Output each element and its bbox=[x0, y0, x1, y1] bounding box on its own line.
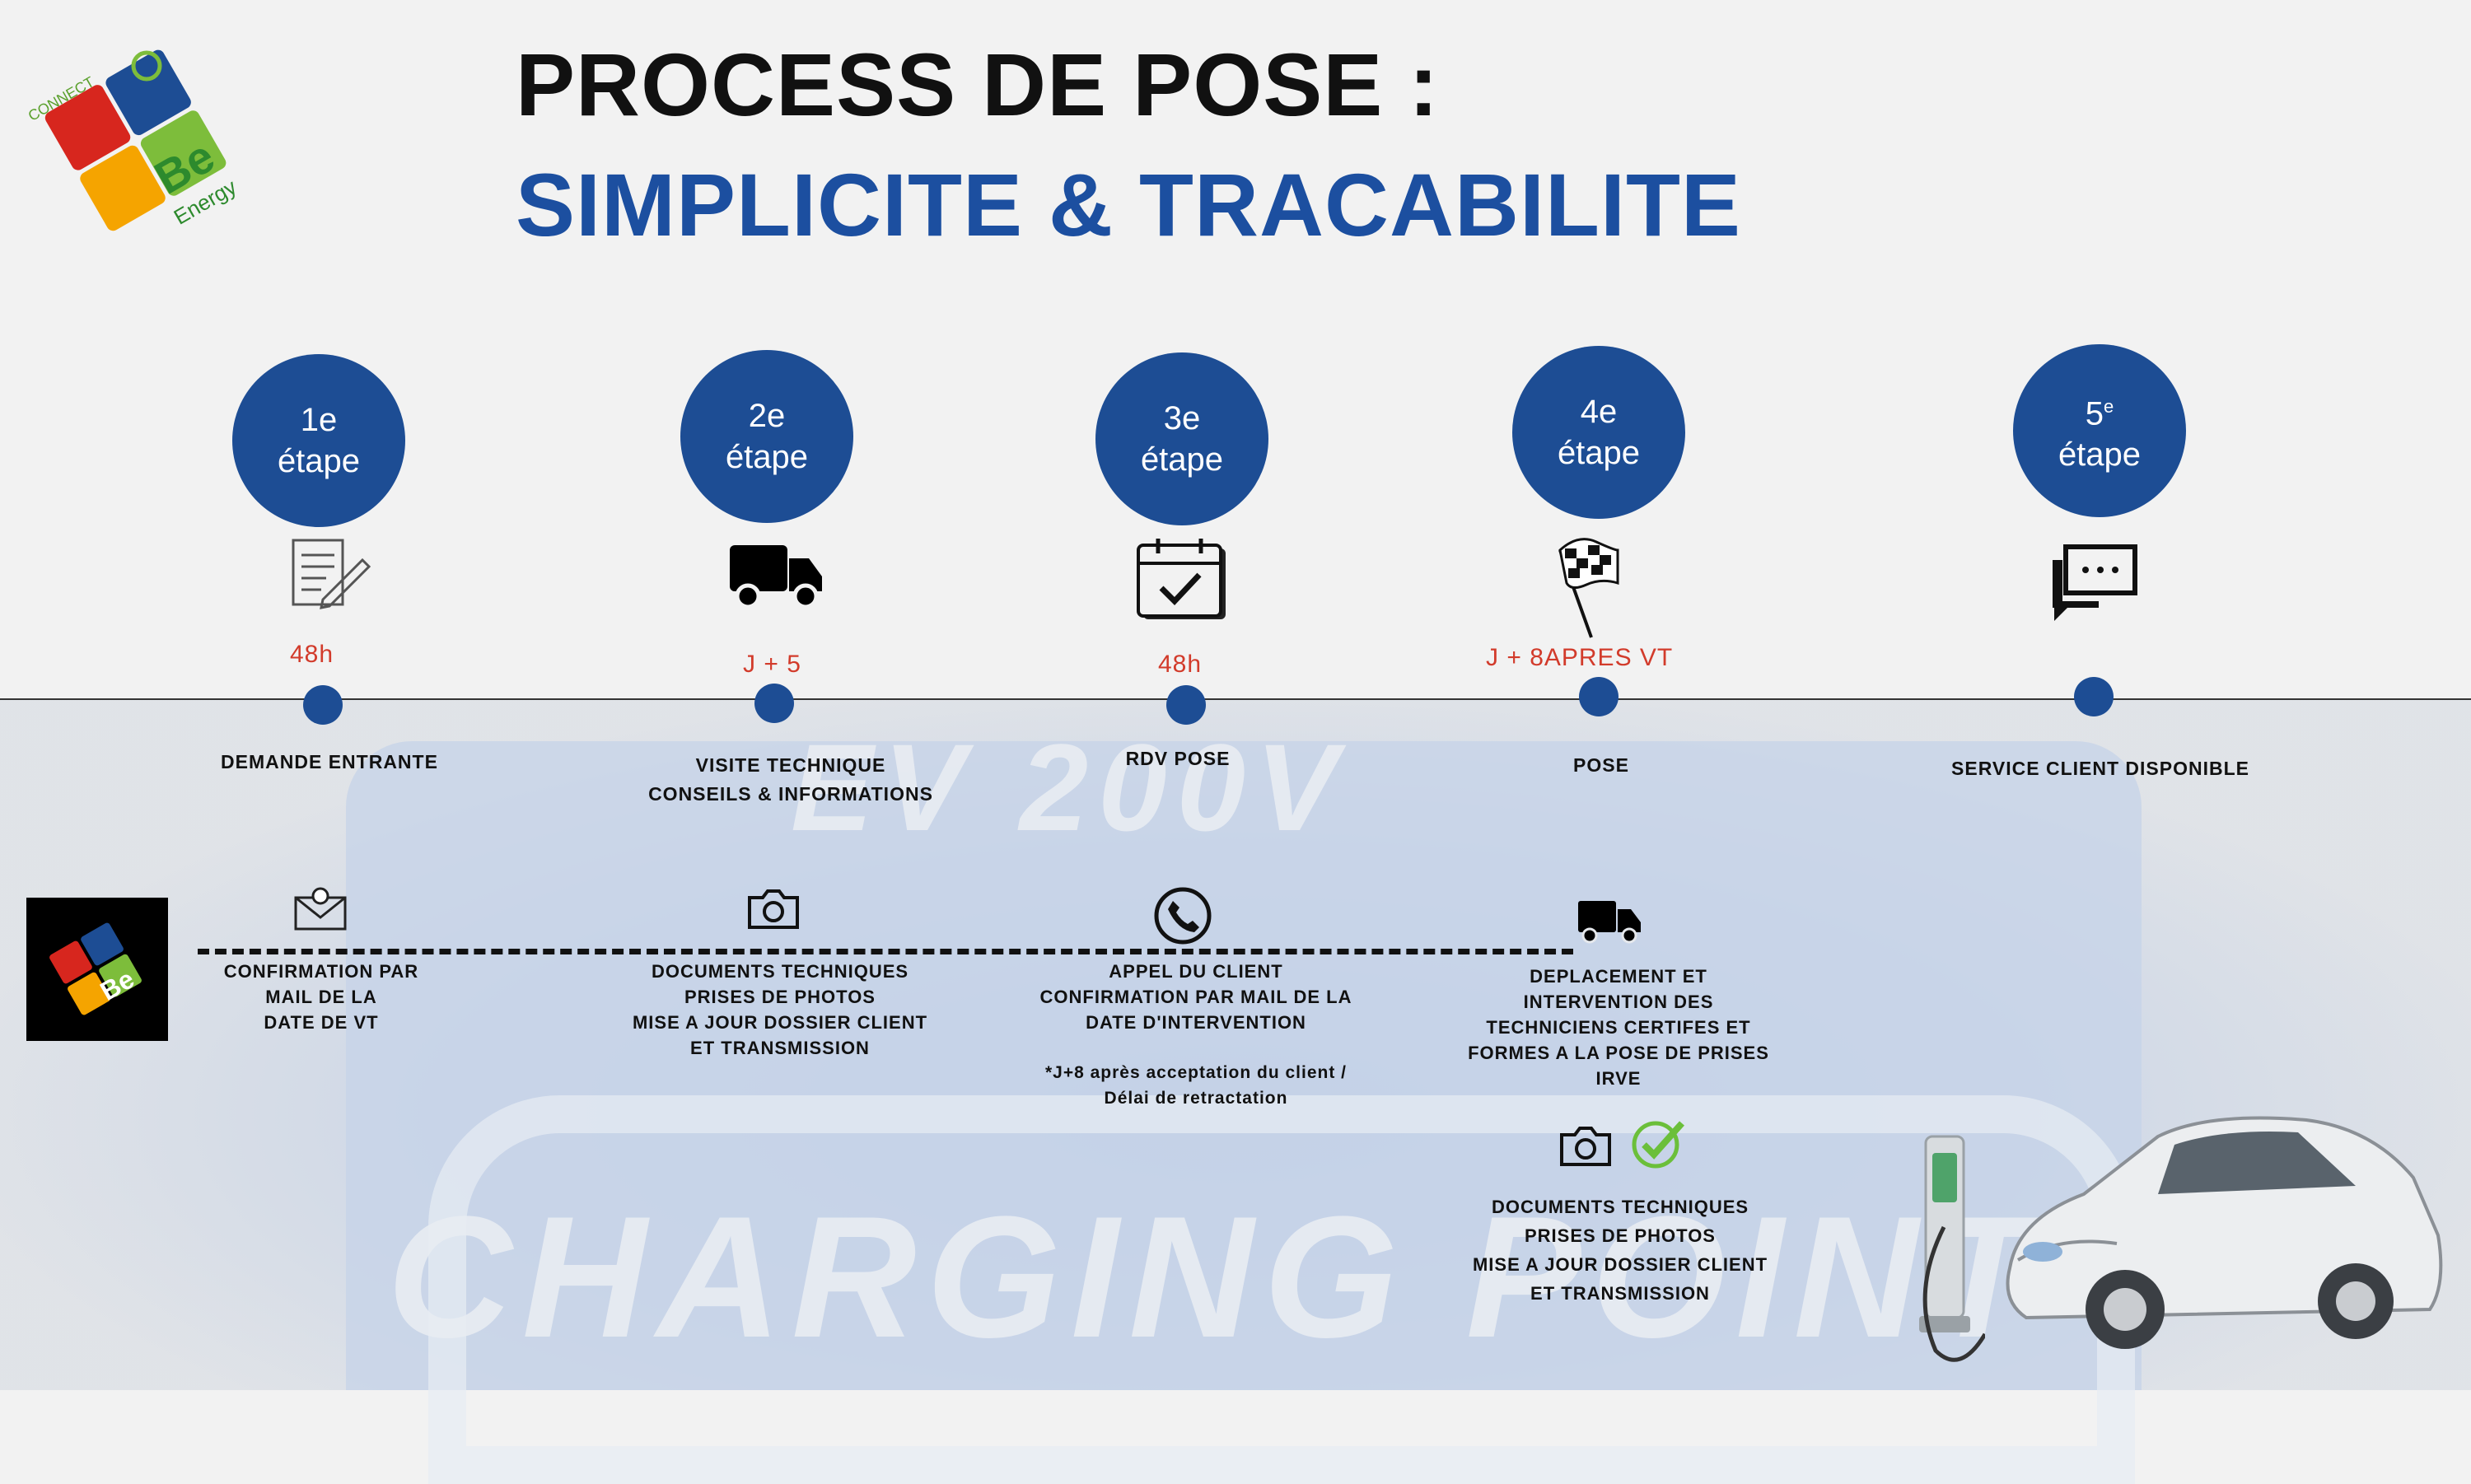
detail-note-line: Délai de retractation bbox=[1104, 1089, 1288, 1108]
step-3-word: étape bbox=[1140, 441, 1224, 478]
step-5-number: 5 bbox=[2085, 395, 2104, 432]
timeline-line bbox=[0, 698, 2471, 700]
step-2-circle: 2e étape bbox=[680, 350, 853, 523]
detail-line: CONFIRMATION PAR MAIL DE LA bbox=[1039, 987, 1352, 1007]
timeline-dot-3 bbox=[1166, 685, 1206, 725]
page-subtitle: SIMPLICITE & TRACABILITE bbox=[516, 155, 1741, 254]
electric-car-illustration bbox=[1993, 1095, 2455, 1363]
step-5-label-line: SERVICE CLIENT DISPONIBLE bbox=[1951, 758, 2249, 779]
step-1-delay: 48h bbox=[290, 641, 334, 668]
step-5-word: étape bbox=[2058, 436, 2142, 474]
charging-station-illustration bbox=[1911, 1128, 1988, 1379]
detail-line: DATE D'INTERVENTION bbox=[1086, 1012, 1306, 1033]
step-2-label-line: CONSEILS & INFORMATIONS bbox=[648, 783, 933, 805]
detail-4-text: DEPLACEMENT ET INTERVENTION DES TECHNICI… bbox=[1466, 964, 1771, 1091]
detail-line: IRVE bbox=[1595, 1068, 1642, 1089]
logo-small: Be bbox=[26, 898, 168, 1041]
detail-1-text: CONFIRMATION PAR MAIL DE LA DATE DE VT bbox=[206, 959, 437, 1035]
detail-line: ET TRANSMISSION bbox=[690, 1038, 870, 1058]
checkered-flag-icon bbox=[1553, 534, 1619, 645]
detail-line: ET TRANSMISSION bbox=[1530, 1283, 1710, 1304]
step-3-label-line: RDV POSE bbox=[1125, 748, 1231, 769]
timeline-dot-5 bbox=[2074, 677, 2114, 716]
timeline-dot-4 bbox=[1579, 677, 1619, 716]
check-circle-icon bbox=[1629, 1117, 1687, 1175]
detail-line: INTERVENTION DES bbox=[1523, 992, 1714, 1012]
step-2-label-line: VISITE TECHNIQUE bbox=[695, 754, 886, 776]
detail-line: MISE A JOUR DOSSIER CLIENT bbox=[1472, 1254, 1768, 1275]
dashed-connector bbox=[198, 949, 1573, 954]
step-1-label: DEMANDE ENTRANTE bbox=[214, 748, 445, 777]
step-4-circle: 4e étape bbox=[1512, 346, 1685, 519]
step-2-word: étape bbox=[725, 439, 809, 475]
detail-5-text: DOCUMENTS TECHNIQUES PRISES DE PHOTOS MI… bbox=[1460, 1192, 1781, 1308]
detail-line: CONFIRMATION PAR bbox=[223, 961, 419, 982]
truck-icon bbox=[728, 540, 825, 614]
phone-icon bbox=[1153, 886, 1212, 950]
step-2-number: 2e bbox=[748, 398, 786, 434]
step-1-label-line: DEMANDE ENTRANTE bbox=[221, 751, 438, 772]
detail-note-line: *J+8 après acceptation du client / bbox=[1044, 1063, 1348, 1082]
detail-line: DOCUMENTS TECHNIQUES bbox=[1491, 1197, 1749, 1217]
camera-icon-2 bbox=[1558, 1125, 1613, 1172]
detail-line: FORMES A LA POSE DE PRISES bbox=[1468, 1043, 1769, 1063]
detail-line: DOCUMENTS TECHNIQUES bbox=[651, 961, 909, 982]
step-2-label: VISITE TECHNIQUE CONSEILS & INFORMATIONS bbox=[626, 751, 955, 809]
step-1-number: 1e bbox=[300, 402, 338, 438]
detail-line: DEPLACEMENT ET bbox=[1530, 966, 1707, 987]
detail-line: MAIL DE LA bbox=[265, 987, 377, 1007]
step-4-label-line: POSE bbox=[1573, 754, 1629, 776]
detail-line: DATE DE VT bbox=[264, 1012, 379, 1033]
ghost-text-top: EV 200V bbox=[791, 718, 1348, 856]
step-1-circle: 1e étape bbox=[232, 354, 405, 527]
mail-icon bbox=[293, 886, 348, 935]
calendar-check-icon bbox=[1135, 537, 1229, 627]
step-3-delay: 48h bbox=[1158, 651, 1203, 678]
detail-3-text: APPEL DU CLIENT CONFIRMATION PAR MAIL DE… bbox=[1031, 959, 1361, 1111]
detail-line: TECHNICIENS CERTIFES ET bbox=[1486, 1017, 1751, 1038]
detail-line: PRISES DE PHOTOS bbox=[1525, 1225, 1716, 1246]
detail-line: MISE A JOUR DOSSIER CLIENT bbox=[632, 1012, 928, 1033]
step-5-circle: 5e étape bbox=[2013, 344, 2186, 517]
step-2-delay: J + 5 bbox=[743, 651, 801, 678]
step-5-number-wrap: 5e bbox=[2086, 386, 2114, 434]
chat-bubble-icon bbox=[2049, 544, 2140, 627]
parking-paint-panel bbox=[346, 741, 2142, 1390]
step-5-label: SERVICE CLIENT DISPONIBLE bbox=[1927, 754, 2273, 783]
camera-icon bbox=[746, 888, 801, 935]
document-edit-icon bbox=[290, 537, 372, 615]
step-4-label: POSE bbox=[1535, 751, 1667, 780]
timeline-dot-1 bbox=[303, 685, 343, 725]
step-4-delay: J + 8APRES VT bbox=[1486, 644, 1674, 671]
step-3-label: RDV POSE bbox=[1095, 744, 1260, 773]
detail-spacer bbox=[1031, 1035, 1361, 1060]
step-5-sup: e bbox=[2104, 395, 2114, 417]
ghost-text-bottom: CHARGING POINT bbox=[387, 1180, 2044, 1374]
detail-line: PRISES DE PHOTOS bbox=[684, 987, 876, 1007]
step-1-word: étape bbox=[277, 443, 361, 479]
detail-line: APPEL DU CLIENT bbox=[1109, 961, 1283, 982]
step-4-number: 4e bbox=[1580, 394, 1618, 430]
page-title: PROCESS DE POSE : bbox=[516, 35, 1440, 134]
timeline-dot-2 bbox=[754, 684, 794, 723]
step-3-number: 3e bbox=[1163, 400, 1201, 436]
detail-2-text: DOCUMENTS TECHNIQUES PRISES DE PHOTOS MI… bbox=[619, 959, 941, 1061]
step-3-circle: 3e étape bbox=[1095, 352, 1268, 525]
truck-icon-small bbox=[1576, 898, 1642, 948]
logo: CONNECT Be Energy bbox=[23, 25, 262, 264]
step-4-word: étape bbox=[1557, 435, 1641, 471]
